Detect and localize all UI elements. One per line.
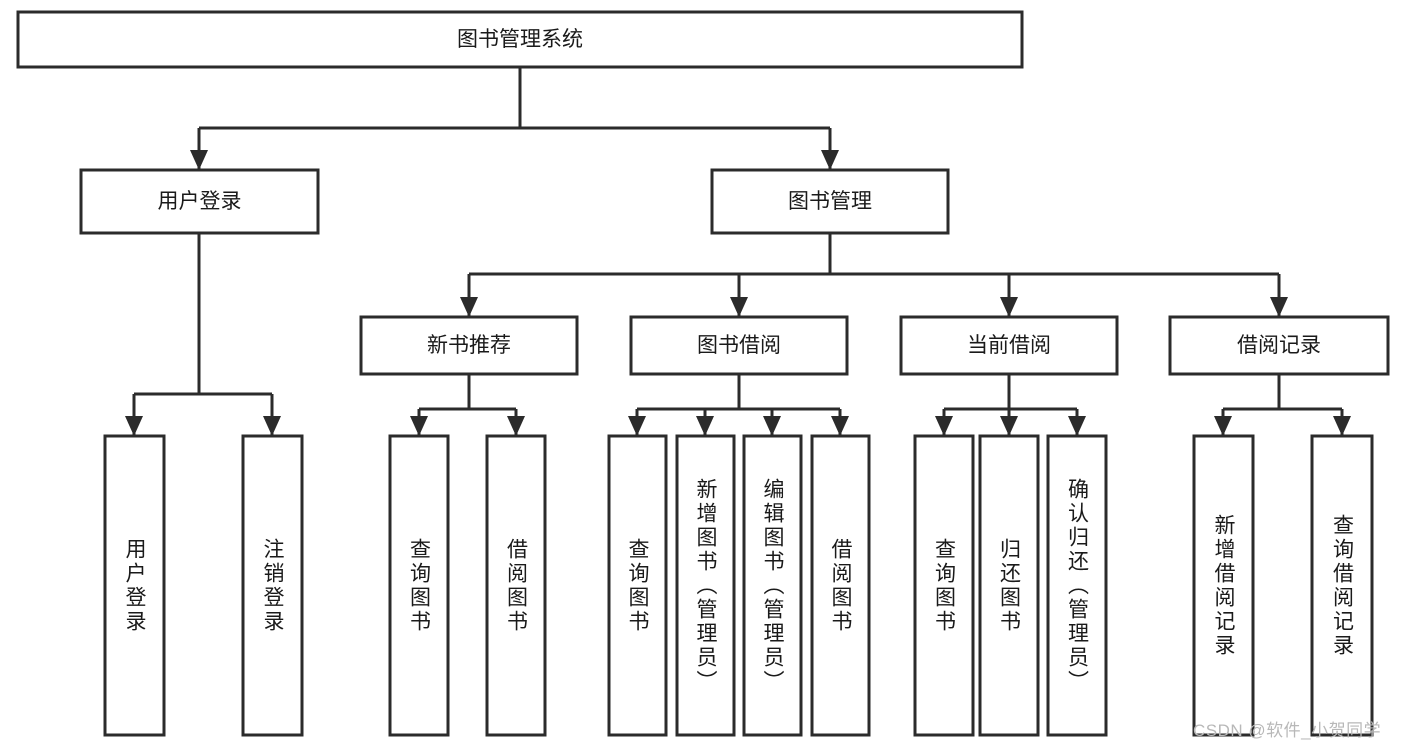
node-label-level2-1: 图书管理	[788, 190, 872, 213]
arrow-head-icon-group-2-0	[935, 416, 953, 436]
arrow-head-icon-root-0	[190, 150, 208, 170]
node-box-leaf-5[interactable]	[675, 434, 736, 737]
arrow-head-icon-group-1-1	[696, 416, 714, 436]
node-box-root[interactable]	[16, 10, 1024, 69]
node-box-level3-1[interactable]	[629, 315, 849, 376]
node-label-level3-1: 图书借阅	[697, 334, 781, 357]
node-label-leaf-5: 新增图书（管理员）	[694, 477, 717, 694]
node-box-leaf-2[interactable]	[388, 434, 450, 737]
arrow-head-icon-group-2-1	[1000, 416, 1018, 436]
arrow-head-icon-books-2	[1000, 297, 1018, 317]
watermark-text: CSDN @软件_小贺同学	[1193, 721, 1382, 740]
node-label-leaf-12: 查询借阅记录	[1330, 513, 1354, 658]
node-box-level2-0[interactable]	[79, 168, 320, 235]
node-box-leaf-8[interactable]	[913, 434, 975, 737]
node-label-leaf-8: 查询图书	[932, 537, 956, 634]
arrow-head-icon-group-0-0	[410, 416, 428, 436]
arrow-head-icon-books-1	[730, 297, 748, 317]
node-label-leaf-3: 借阅图书	[504, 537, 528, 634]
node-label-leaf-6: 编辑图书（管理员）	[761, 477, 784, 694]
node-label-leaf-4: 查询图书	[626, 537, 649, 634]
node-box-leaf-9[interactable]	[978, 434, 1040, 737]
node-label-leaf-10: 确认归还（管理员）	[1065, 477, 1089, 694]
node-box-level2-1[interactable]	[710, 168, 950, 235]
node-box-leaf-7[interactable]	[810, 434, 871, 737]
arrow-head-icon-group-2-2	[1068, 416, 1086, 436]
arrow-head-icon-group-1-2	[763, 416, 781, 436]
node-box-leaf-4[interactable]	[607, 434, 668, 737]
arrow-head-icon-books-3	[1270, 297, 1288, 317]
node-label-leaf-1: 注销登录	[261, 537, 284, 634]
arrow-head-icon-group-3-0	[1214, 416, 1232, 436]
node-box-leaf-1[interactable]	[241, 434, 304, 737]
arrow-head-icon-books-0	[460, 297, 478, 317]
node-label-level3-0: 新书推荐	[427, 334, 511, 357]
node-label-level3-2: 当前借阅	[967, 334, 1051, 357]
node-label-leaf-7: 借阅图书	[829, 537, 852, 634]
arrow-head-icon-group-3-1	[1333, 416, 1351, 436]
node-label-leaf-2: 查询图书	[407, 537, 431, 634]
arrow-head-icon-group-0-1	[507, 416, 525, 436]
node-box-leaf-11[interactable]	[1192, 434, 1255, 737]
arrow-head-icon-login-1	[263, 416, 281, 436]
arrow-head-icon-root-1	[821, 150, 839, 170]
node-label-leaf-11: 新增借阅记录	[1212, 513, 1235, 658]
node-box-level3-0[interactable]	[359, 315, 579, 376]
arrow-head-icon-group-1-3	[831, 416, 849, 436]
arrow-head-icon-login-0	[125, 416, 143, 436]
arrow-head-icon-group-1-0	[628, 416, 646, 436]
node-label-leaf-0: 用户登录	[123, 537, 146, 634]
node-box-leaf-0[interactable]	[103, 434, 166, 737]
node-label-leaf-9: 归还图书	[997, 537, 1021, 634]
node-label-root: 图书管理系统	[457, 28, 583, 51]
node-box-leaf-6[interactable]	[742, 434, 803, 737]
node-box-level3-3[interactable]	[1168, 315, 1390, 376]
node-box-level3-2[interactable]	[899, 315, 1119, 376]
node-label-level3-3: 借阅记录	[1237, 334, 1321, 357]
node-box-leaf-12[interactable]	[1310, 434, 1374, 737]
node-box-leaf-10[interactable]	[1046, 434, 1108, 737]
node-label-level2-0: 用户登录	[158, 190, 242, 213]
node-box-leaf-3[interactable]	[485, 434, 547, 737]
